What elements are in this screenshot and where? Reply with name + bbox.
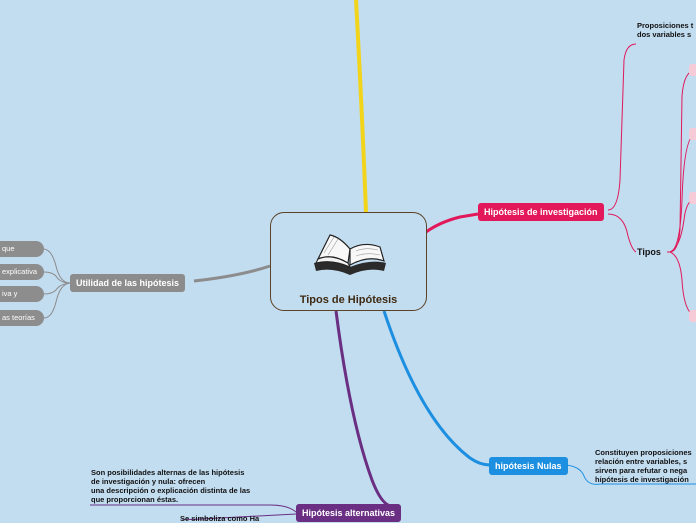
alternativas-symbol: Se simboliza como Ha xyxy=(180,514,260,523)
connector-definition xyxy=(607,43,637,211)
tipos-label[interactable]: Tipos xyxy=(637,247,661,257)
tipo-item-1[interactable] xyxy=(689,64,696,76)
branch-nulas[interactable]: hipótesis Nulas xyxy=(489,457,568,475)
connector-investigacion xyxy=(425,212,479,234)
connector-top-yellow xyxy=(354,0,368,213)
tipo-item-3[interactable] xyxy=(689,192,696,204)
utilidad-item-4[interactable]: as teorías xyxy=(0,310,44,326)
connector-nulas-def xyxy=(564,464,696,485)
investigacion-definition: Proposiciones t dos variables s xyxy=(637,21,694,39)
connector-alt-def xyxy=(90,504,297,513)
utilidad-item-1[interactable]: que xyxy=(0,241,44,257)
connector-tipo-4 xyxy=(669,251,696,317)
alternativas-definition: Son posibilidades alternas de las hipóte… xyxy=(91,468,251,504)
nulas-definition: Constituyen proposiciones relación entre… xyxy=(595,448,692,484)
utilidad-item-3[interactable]: iva y xyxy=(0,286,44,302)
tipo-item-2[interactable] xyxy=(689,128,696,140)
branch-investigacion[interactable]: Hipótesis de investigación xyxy=(478,203,604,221)
central-title: Tipos de Hipótesis xyxy=(299,294,398,306)
connector-tipos xyxy=(607,213,637,253)
connector-nulas xyxy=(382,310,491,467)
central-topic[interactable]: Tipos de Hipótesis xyxy=(270,212,427,311)
open-book-icon xyxy=(314,234,386,275)
connector-utilidad xyxy=(193,264,271,283)
tipo-item-4[interactable] xyxy=(689,310,696,322)
utilidad-item-2[interactable]: explicativa xyxy=(0,264,44,280)
connector-tipo-3 xyxy=(669,197,696,253)
connector-alternativas xyxy=(334,310,393,508)
branch-alternativas[interactable]: Hipótesis alternativas xyxy=(296,504,402,522)
branch-utilidad[interactable]: Utilidad de las hipótesis xyxy=(70,274,186,292)
